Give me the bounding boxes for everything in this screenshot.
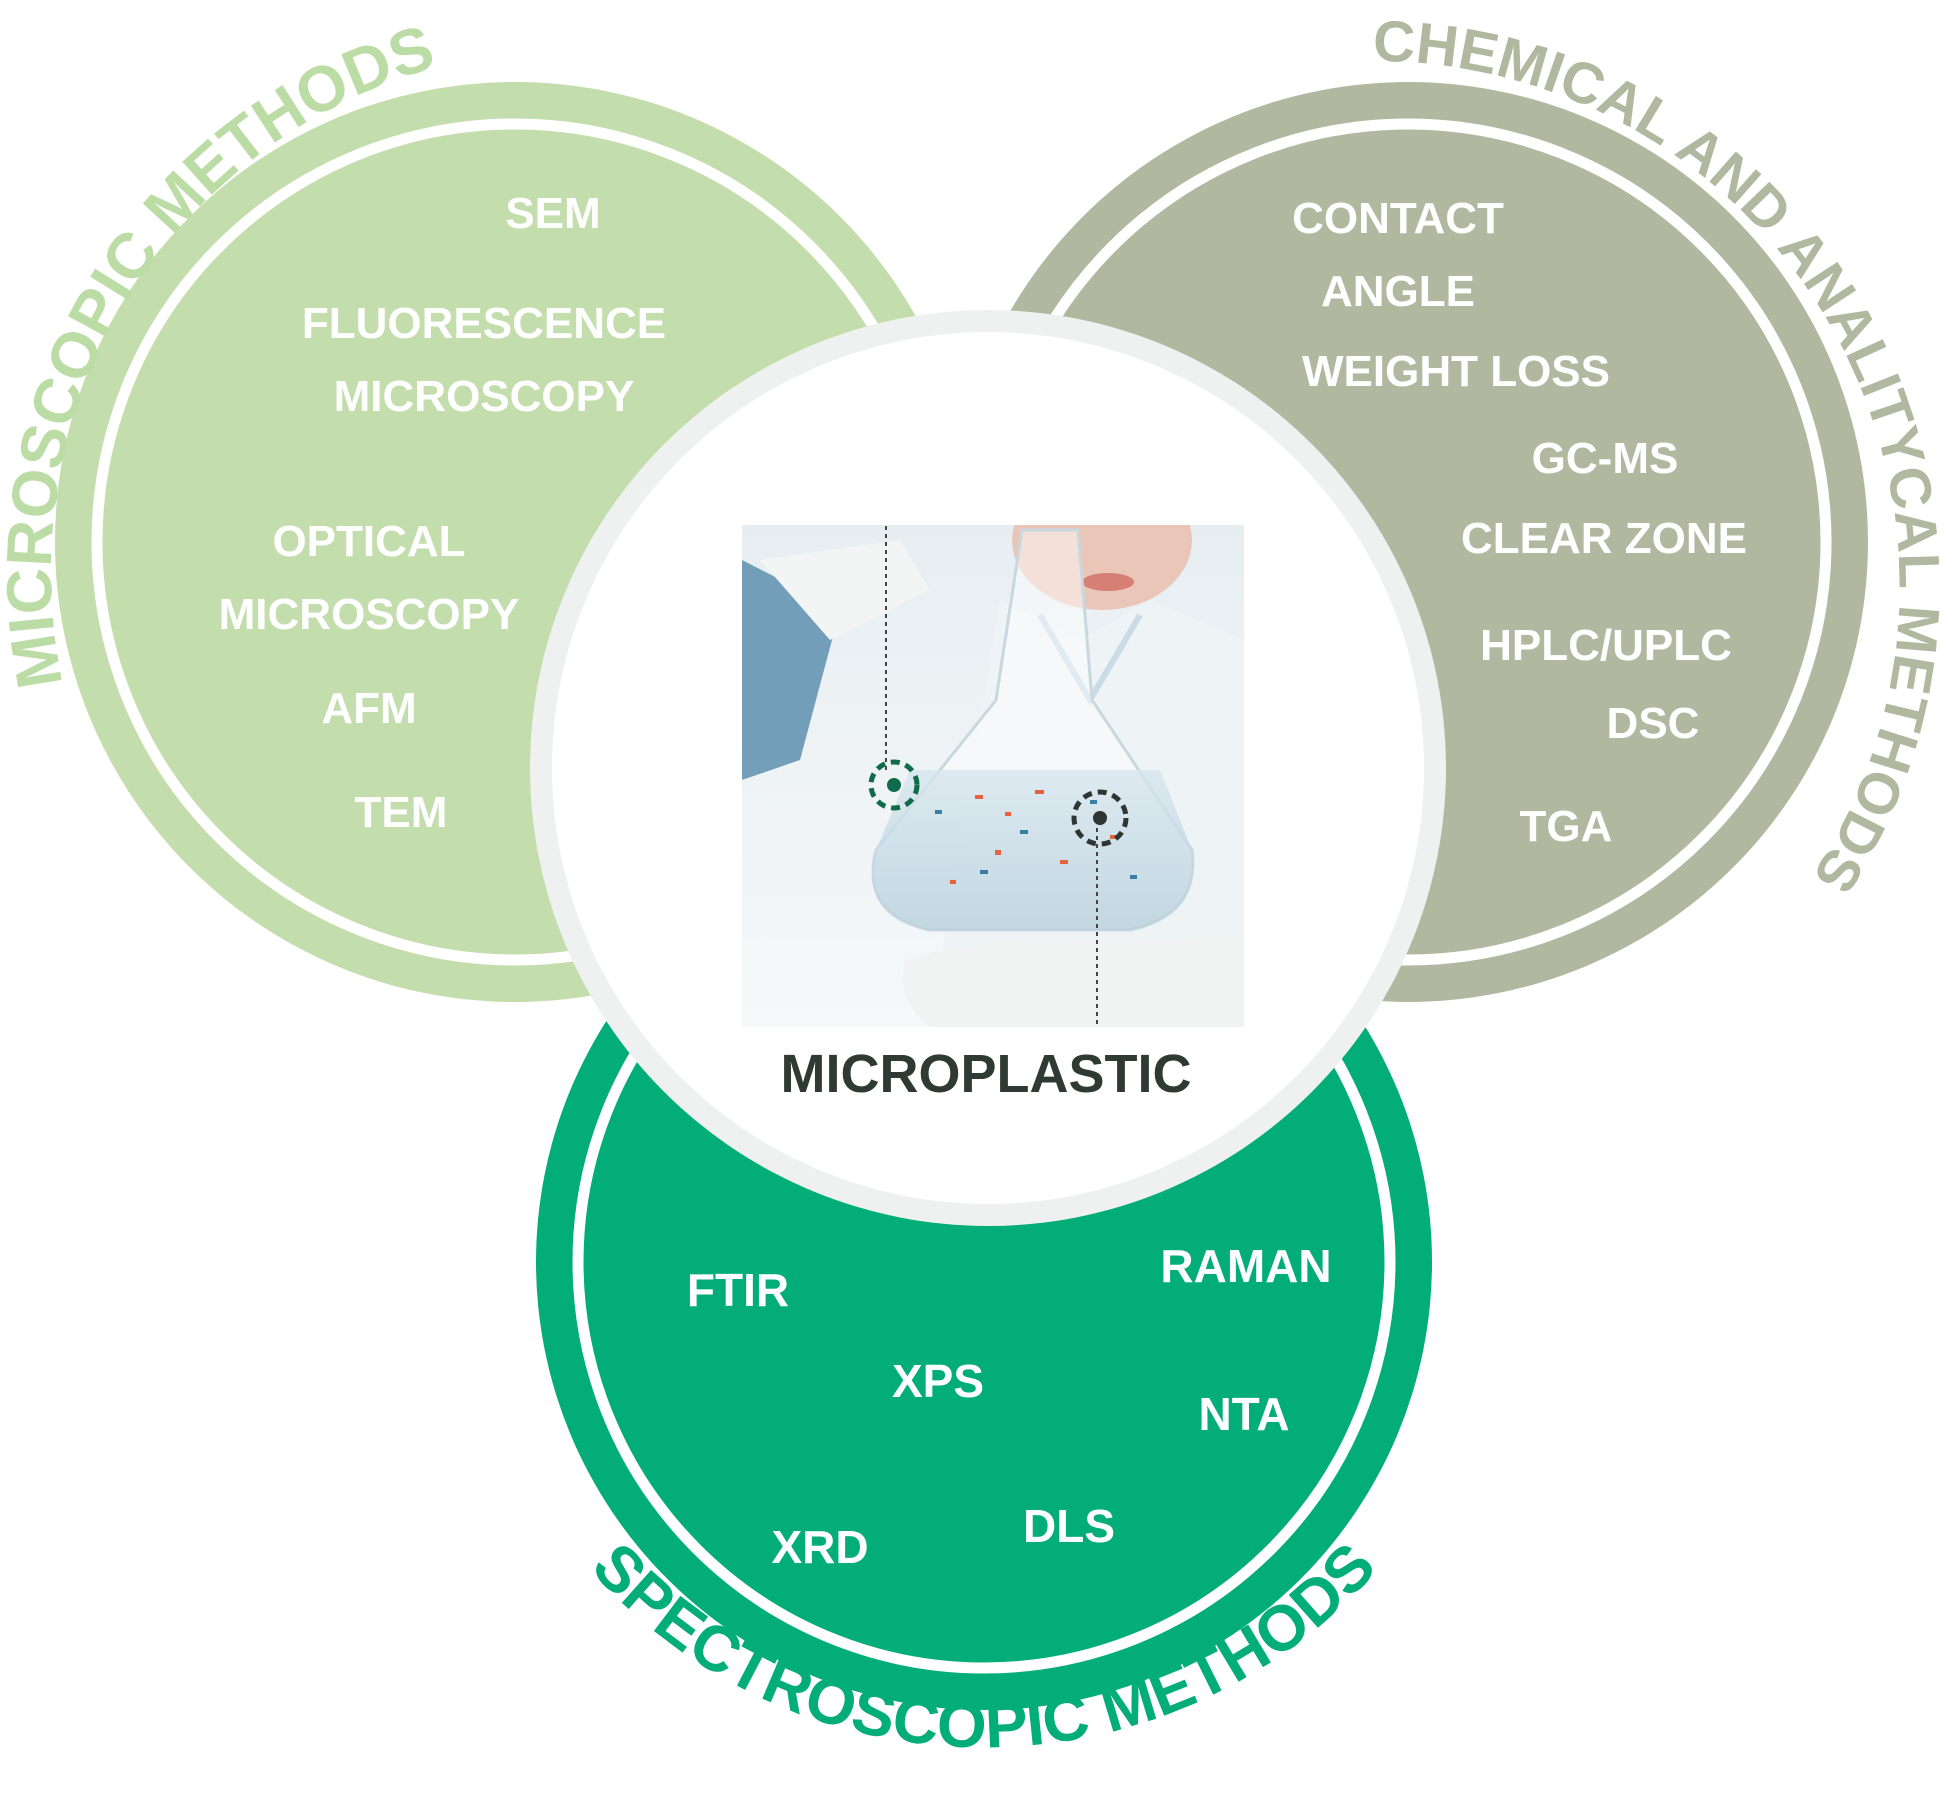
item-optical-microscopy: MICROSCOPY xyxy=(219,590,520,639)
item-dsc: DSC xyxy=(1607,699,1700,748)
item-xps: XPS xyxy=(892,1355,984,1407)
item-tem: TEM xyxy=(355,788,448,837)
microscopic-items: SEM FLUORESCENCE MICROSCOPY OPTICAL MICR… xyxy=(219,189,666,837)
item-nta: NTA xyxy=(1198,1388,1289,1440)
item-afm: AFM xyxy=(321,684,416,733)
chemical-items: CONTACT ANGLE WEIGHT LOSS GC-MS CLEAR ZO… xyxy=(1292,194,1747,851)
item-dls: DLS xyxy=(1023,1500,1115,1552)
item-ftir: FTIR xyxy=(687,1264,789,1316)
center-label: MICROPLASTIC xyxy=(781,1044,1192,1104)
item-hplc-uplc: HPLC/UPLC xyxy=(1480,621,1732,670)
spectroscopic-items: FTIR RAMAN XPS NTA XRD DLS xyxy=(687,1240,1332,1573)
item-optical: OPTICAL xyxy=(272,517,465,566)
item-contact-angle: ANGLE xyxy=(1321,267,1475,316)
item-contact: CONTACT xyxy=(1292,194,1504,243)
item-fluorescence-microscopy: MICROSCOPY xyxy=(334,372,635,421)
lab-flask-photo-icon xyxy=(742,525,1244,1027)
item-xrd: XRD xyxy=(771,1521,868,1573)
item-sem: SEM xyxy=(505,189,600,238)
item-fluorescence: FLUORESCENCE xyxy=(302,299,666,348)
item-tga: TGA xyxy=(1520,802,1613,851)
item-raman: RAMAN xyxy=(1160,1240,1331,1292)
item-clear-zone: CLEAR ZONE xyxy=(1461,514,1747,563)
item-gc-ms: GC-MS xyxy=(1532,434,1679,483)
item-weight-loss: WEIGHT LOSS xyxy=(1302,347,1610,396)
